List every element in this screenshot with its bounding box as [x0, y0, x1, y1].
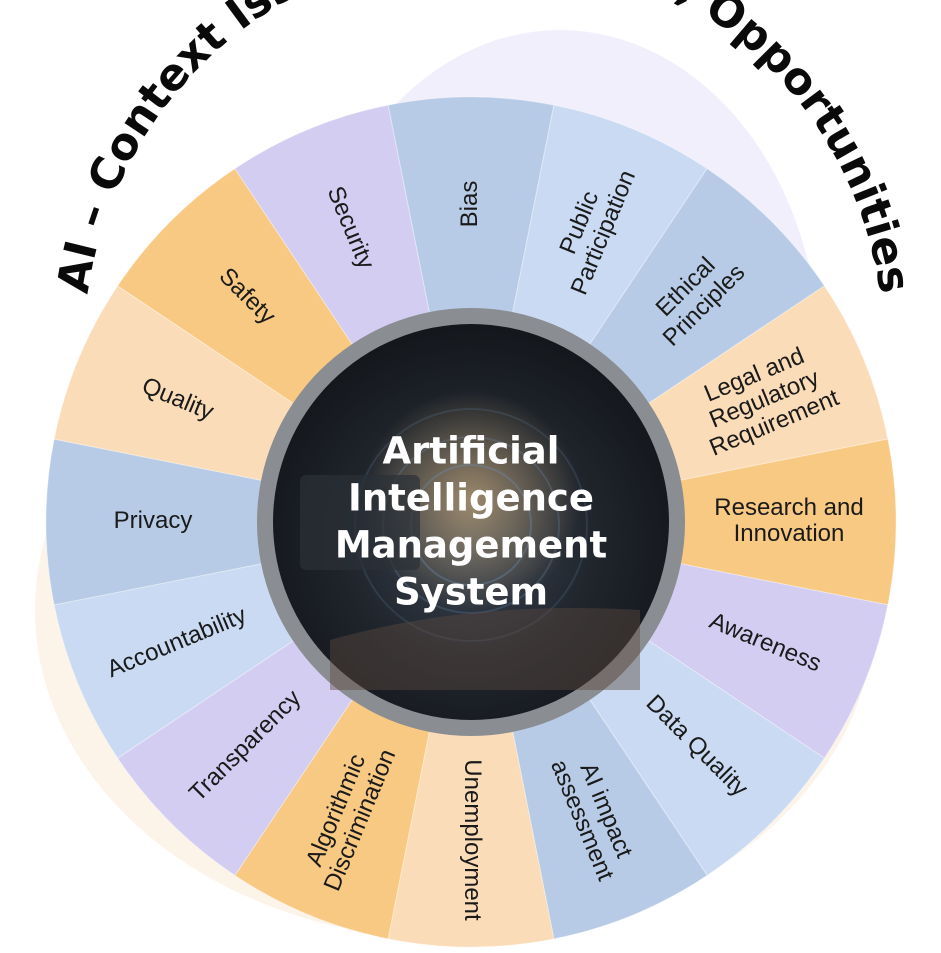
segment-label-12: Privacy: [114, 507, 193, 534]
segment-label-line: Bias: [456, 181, 483, 228]
segment-label-8: Unemployment: [459, 759, 486, 921]
center-title-line: Intelligence: [348, 477, 594, 520]
segment-label-line: Privacy: [114, 507, 193, 534]
center-title-line: Management: [335, 524, 607, 567]
segment-label-line: Innovation: [734, 520, 845, 547]
center-decoration: [300, 390, 640, 690]
segment-label-0: Bias: [456, 181, 483, 228]
center-title-line: System: [394, 571, 548, 614]
segment-label-line: Unemployment: [459, 759, 486, 921]
center-title-line: Artificial: [383, 430, 560, 473]
segment-label-line: Research and: [714, 494, 863, 521]
